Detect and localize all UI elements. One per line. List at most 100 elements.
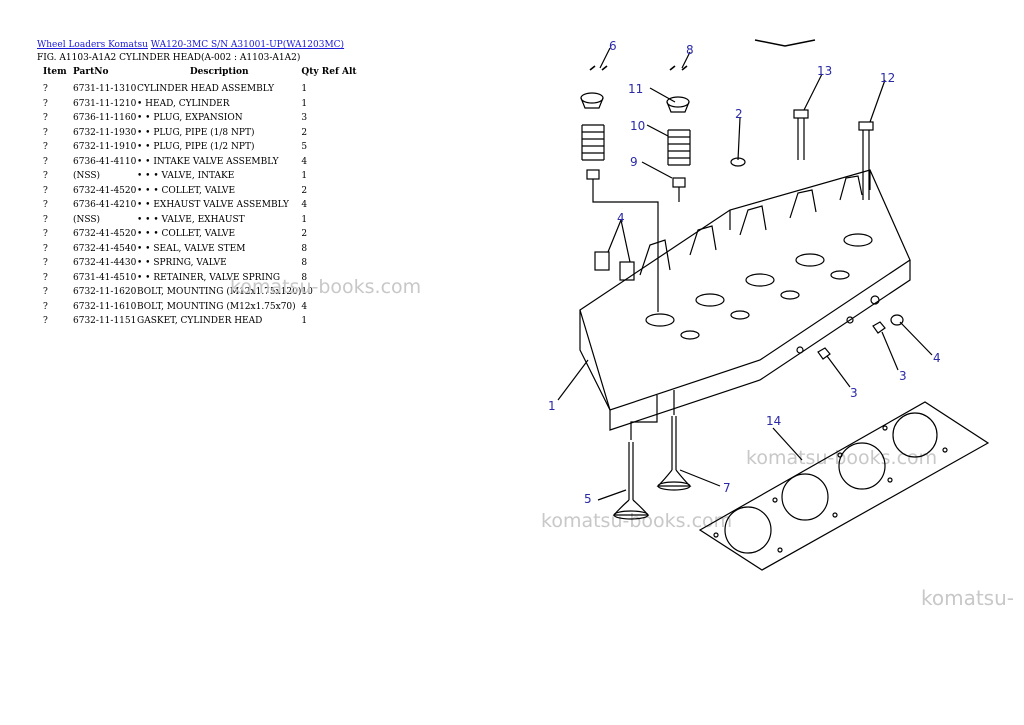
- cell-qty: 4: [301, 156, 308, 167]
- table-row: ? 6732-41-4430• • SPRING, VALVE 8: [37, 256, 361, 271]
- callout-13: 13: [817, 64, 832, 78]
- cell-description: GASKET, CYLINDER HEAD: [137, 316, 263, 327]
- callout-8: 8: [686, 43, 694, 57]
- cell-description: BOLT, MOUNTING (M12x1.75x120): [137, 287, 302, 298]
- cell-partno: 6732-41-4520: [73, 229, 137, 240]
- cell-item: ?: [43, 171, 48, 182]
- cell-description: • • PLUG, PIPE (1/2 NPT): [137, 142, 255, 153]
- cell-description: • • RETAINER, VALVE SPRING: [137, 272, 281, 283]
- cell-qty: 1: [301, 171, 308, 182]
- cell-qty: 10: [301, 287, 313, 298]
- cell-description: • • PLUG, EXPANSION: [137, 113, 243, 124]
- cell-item: ?: [43, 185, 48, 196]
- cell-qty: 2: [301, 185, 308, 196]
- cell-partno: (NSS): [73, 171, 101, 182]
- cell-item: ?: [43, 214, 48, 225]
- watermark: komatsu-: [921, 586, 1014, 610]
- cell-description: • • • COLLET, VALVE: [137, 185, 236, 196]
- cell-partno: 6736-11-1160: [73, 113, 137, 124]
- callout-11: 11: [628, 82, 643, 96]
- cell-qty: 1: [301, 84, 308, 95]
- cell-qty: 8: [301, 272, 308, 283]
- cell-qty: 8: [301, 258, 308, 269]
- parts-table: Item PartNo Description Qty Ref Alt ?673…: [37, 66, 361, 329]
- cell-partno: 6732-11-1620: [73, 287, 137, 298]
- cell-qty: 2: [301, 229, 308, 240]
- header-description: Description: [189, 67, 249, 77]
- callout-14: 14: [766, 414, 781, 428]
- cell-qty: 5: [301, 142, 308, 153]
- cell-partno: 6732-11-1930: [73, 127, 137, 138]
- cell-description: • • PLUG, PIPE (1/8 NPT): [137, 127, 255, 138]
- cell-item: ?: [43, 98, 48, 109]
- table-header-row: Item PartNo Description Qty Ref Alt: [37, 66, 361, 82]
- cell-partno: 6736-41-4110: [73, 156, 137, 167]
- breadcrumb-link-wheel-loaders[interactable]: Wheel Loaders Komatsu: [37, 40, 148, 50]
- cell-partno: 6732-41-4430: [73, 258, 137, 269]
- cell-partno: 6736-41-4210: [73, 200, 137, 211]
- cell-partno: 6731-11-1310: [73, 84, 137, 95]
- cell-item: ?: [43, 113, 48, 124]
- watermark: komatsu-books.com: [541, 510, 733, 532]
- callout-6: 6: [609, 39, 617, 53]
- callout-9: 9: [630, 155, 638, 169]
- cell-partno: 6731-11-1210: [73, 98, 137, 109]
- cell-description: • • • VALVE, INTAKE: [137, 171, 235, 182]
- table-row: ? 6732-11-1910• • PLUG, PIPE (1/2 NPT) 5: [37, 140, 361, 155]
- watermark: komatsu-books.com: [230, 276, 422, 298]
- cell-item: ?: [43, 287, 48, 298]
- header-item: Item: [43, 67, 67, 77]
- callout-3-left: 3: [850, 386, 858, 400]
- cell-qty: 4: [301, 200, 308, 211]
- cell-partno: 6732-11-1910: [73, 142, 137, 153]
- table-row: ? 6731-41-4510• • RETAINER, VALVE SPRING 8: [37, 271, 361, 286]
- cell-qty: 1: [301, 98, 308, 109]
- cylinder-head-exploded-diagram: 6 8 11 10 9 4 13 12 2 1 4 3 3 14 5 7: [548, 39, 990, 571]
- cell-description: • • SPRING, VALVE: [137, 258, 227, 269]
- callout-7: 7: [723, 481, 731, 495]
- callout-4-right: 4: [933, 351, 941, 365]
- cell-description: • • EXHAUST VALVE ASSEMBLY: [137, 200, 289, 211]
- cell-qty: 4: [301, 301, 308, 312]
- cell-partno: 6731-41-4510: [73, 272, 137, 283]
- figure-title: FIG. A1103-A1A2 CYLINDER HEAD(A-002 : A1…: [37, 53, 301, 63]
- cell-description: • • • COLLET, VALVE: [137, 229, 236, 240]
- cell-qty: 1: [301, 316, 308, 327]
- cell-item: ?: [43, 301, 48, 312]
- header-partno: PartNo: [73, 67, 109, 77]
- cell-partno: 6732-11-1610: [73, 301, 137, 312]
- cell-item: ?: [43, 156, 48, 167]
- header-qty-ref-alt: Qty Ref Alt: [301, 67, 357, 77]
- cell-item: ?: [43, 316, 48, 327]
- cell-partno: (NSS): [73, 214, 101, 225]
- cell-qty: 8: [301, 243, 308, 254]
- cell-description: CYLINDER HEAD ASSEMBLY: [137, 84, 275, 95]
- cell-item: ?: [43, 127, 48, 138]
- table-row: ? (NSS) • • • VALVE, INTAKE 1: [37, 169, 361, 184]
- cell-qty: 1: [301, 214, 308, 225]
- cell-description: • HEAD, CYLINDER: [137, 98, 230, 109]
- breadcrumb-link-model[interactable]: WA120-3MC S/N A31001-UP(WA1203MC): [150, 40, 345, 50]
- cell-item: ?: [43, 142, 48, 153]
- cell-item: ?: [43, 258, 48, 269]
- cell-description: • • • VALVE, EXHAUST: [137, 214, 245, 225]
- callout-4-top: 4: [617, 211, 625, 225]
- cell-description: • • INTAKE VALVE ASSEMBLY: [137, 156, 279, 167]
- cell-qty: 3: [301, 113, 308, 124]
- table-row: ? (NSS) • • • VALVE, EXHAUST 1: [37, 213, 361, 228]
- callout-3-right: 3: [899, 369, 907, 383]
- cell-item: ?: [43, 229, 48, 240]
- callout-5: 5: [584, 492, 592, 506]
- cell-item: ?: [43, 84, 48, 95]
- cell-item: ?: [43, 272, 48, 283]
- cell-description: BOLT, MOUNTING (M12x1.75x70): [137, 301, 296, 312]
- table-row: ?6732-11-1930• • PLUG, PIPE (1/8 NPT)2: [37, 126, 361, 141]
- cell-partno: 6732-11-1151: [73, 316, 137, 327]
